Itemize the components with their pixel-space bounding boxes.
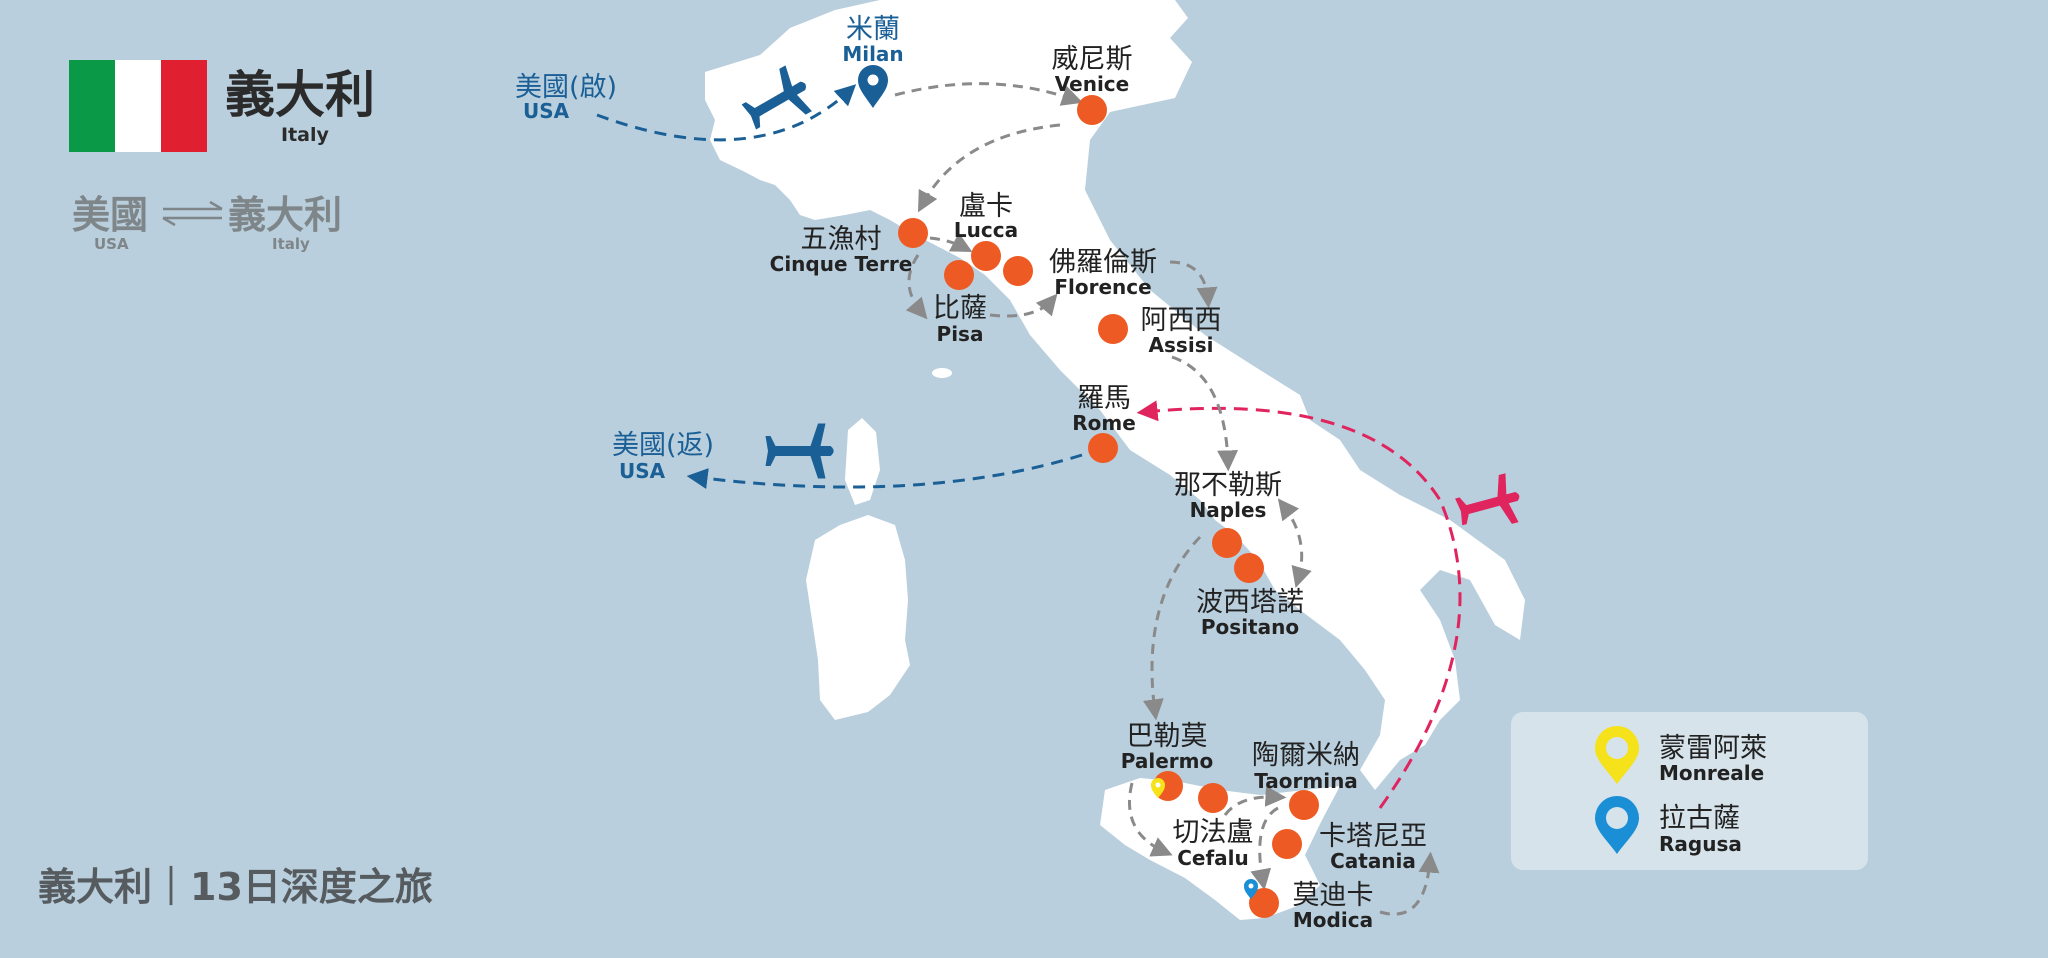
naples-label-en: Naples: [1190, 498, 1267, 522]
header-title-zh: 義大利: [225, 66, 375, 124]
modica-label-zh: 莫迪卡: [1293, 880, 1374, 911]
ragusa-pin-icon: [1244, 879, 1258, 899]
milan-label-zh: 米蘭: [846, 14, 900, 45]
route-taormina-modica: [1250, 806, 1279, 891]
palermo-label-zh: 巴勒莫: [1127, 721, 1208, 752]
depart-label-zh: 美國(啟): [515, 72, 617, 103]
two-way-arrow-icon: [162, 200, 223, 227]
corsica-island: [845, 418, 880, 505]
route-naples-palermo: [1142, 535, 1202, 721]
route-cinque-terre-pisa: [905, 254, 928, 320]
route-cinque-terre-lucca: [929, 232, 973, 252]
catania-label-zh: 卡塔尼亞: [1319, 821, 1427, 852]
venice-label-en: Venice: [1055, 72, 1129, 96]
taormina-label-zh: 陶爾米納: [1252, 740, 1360, 771]
route-pisa-florence: [989, 293, 1058, 318]
legend-item-1-en: Monreale: [1659, 761, 1764, 785]
route-milan-venice: [894, 82, 1083, 106]
positano-label-zh: 波西塔諾: [1196, 587, 1304, 618]
elba-island: [932, 368, 952, 378]
route-cefalu-taormina: [1223, 785, 1287, 816]
stop-venice: [1077, 95, 1107, 125]
badge-to-en: Italy: [272, 235, 310, 253]
milan-location-pin-icon: [858, 65, 888, 108]
italy-mainland: [705, 0, 1525, 790]
depart-airplane-icon: [741, 65, 812, 130]
cefalu-label-en: Cefalu: [1177, 846, 1249, 870]
stop-rome: [1088, 433, 1118, 463]
pisa-label-en: Pisa: [937, 322, 984, 346]
route-venice-cinque-terre: [917, 123, 1061, 213]
tour-title: 義大利｜13日深度之旅: [38, 865, 433, 909]
stop-catania: [1272, 829, 1302, 859]
legend-blue-pin-icon: [1595, 796, 1639, 854]
sardinia-island: [806, 515, 910, 720]
naples-label-zh: 那不勒斯: [1174, 470, 1282, 501]
catania-label-en: Catania: [1330, 849, 1416, 873]
florence-label-en: Florence: [1054, 275, 1151, 299]
rome-label-zh: 羅馬: [1077, 383, 1131, 414]
assisi-label-zh: 阿西西: [1141, 305, 1222, 336]
stop-florence: [1003, 256, 1033, 286]
domestic-airplane-icon: [1455, 473, 1520, 526]
badge-from-en: USA: [94, 235, 129, 253]
stop-assisi: [1098, 314, 1128, 344]
assisi-label-en: Assisi: [1149, 333, 1214, 357]
sicily-island: [1100, 778, 1340, 920]
depart-label-en: USA: [523, 99, 570, 123]
stop-modica: [1249, 888, 1279, 918]
taormina-label-en: Taormina: [1254, 769, 1358, 793]
legend-item-2-en: Ragusa: [1659, 832, 1742, 856]
stop-pisa: [944, 260, 974, 290]
stop-cefalu: [1198, 783, 1228, 813]
depart-flight-route: [596, 84, 857, 142]
route-florence-assisi: [1169, 260, 1218, 309]
return-airplane-icon: [765, 423, 834, 479]
lucca-label-en: Lucca: [954, 218, 1018, 242]
milan-label-en: Milan: [842, 42, 903, 66]
return-flight-route: [686, 453, 1083, 489]
route-palermo-cefalu: [1127, 782, 1173, 857]
lucca-label-zh: 盧卡: [959, 191, 1013, 222]
stop-cinque-terre: [898, 218, 928, 248]
stop-taormina: [1289, 790, 1319, 820]
legend-item-1-zh: 蒙雷阿萊: [1659, 733, 1767, 764]
header-title-en: Italy: [281, 124, 329, 146]
return-label-zh: 美國(返): [612, 430, 714, 461]
legend-item-2-zh: 拉古薩: [1659, 803, 1740, 834]
stop-positano: [1234, 553, 1264, 583]
stop-naples: [1212, 528, 1242, 558]
badge-to-zh: 義大利: [228, 193, 342, 237]
italy-flag: [69, 60, 207, 152]
return-label-en: USA: [619, 459, 666, 483]
cinque-terre-label-en: Cinque Terre: [770, 252, 913, 276]
venice-label-zh: 威尼斯: [1052, 44, 1133, 75]
route-modica-catania: [1379, 851, 1440, 916]
route-assisi-naples: [1171, 355, 1239, 472]
cefalu-label-zh: 切法盧: [1173, 817, 1254, 848]
cinque-terre-label-zh: 五漁村: [801, 224, 882, 255]
stop-lucca: [971, 241, 1001, 271]
monreale-pin-icon: [1151, 778, 1165, 798]
florence-label-zh: 佛羅倫斯: [1049, 247, 1157, 278]
rome-label-en: Rome: [1072, 411, 1136, 435]
modica-label-en: Modica: [1293, 908, 1373, 932]
route-naples-positano: [1277, 498, 1312, 589]
domestic-flight-route: [1136, 400, 1462, 809]
legend-yellow-pin-icon: [1595, 726, 1639, 784]
palermo-label-en: Palermo: [1121, 749, 1213, 773]
positano-label-en: Positano: [1201, 615, 1299, 639]
badge-from-zh: 美國: [72, 193, 148, 237]
pisa-label-zh: 比薩: [933, 293, 987, 324]
